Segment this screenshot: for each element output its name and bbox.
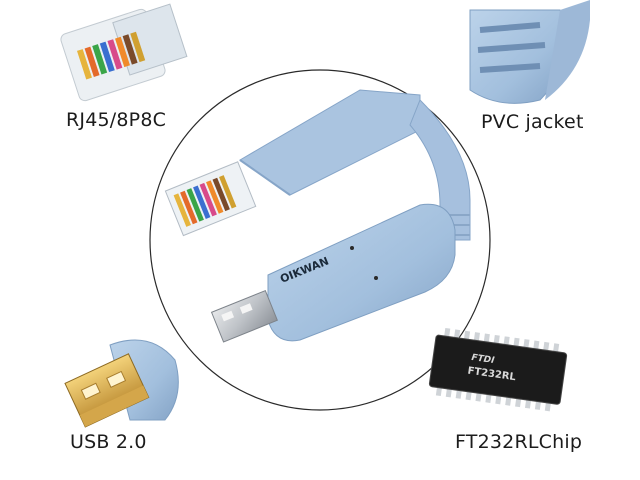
chip-logo: FTDI [471,353,496,366]
console-cable-image: OIKWAN [164,89,471,343]
rj45-plug-image [60,3,188,102]
usb-connector-image [64,339,179,428]
pvc-jacket-image [469,0,590,104]
ft232rl-chip-image: FTDI FT232RL [428,327,568,412]
pvc-jacket-caption: PVC jacket [481,111,584,133]
detail-circle [149,69,491,411]
rj45-caption: RJ45/8P8C [66,109,167,131]
chip-caption: FT232RLChip [455,431,583,453]
usb-caption: USB 2.0 [70,431,147,453]
